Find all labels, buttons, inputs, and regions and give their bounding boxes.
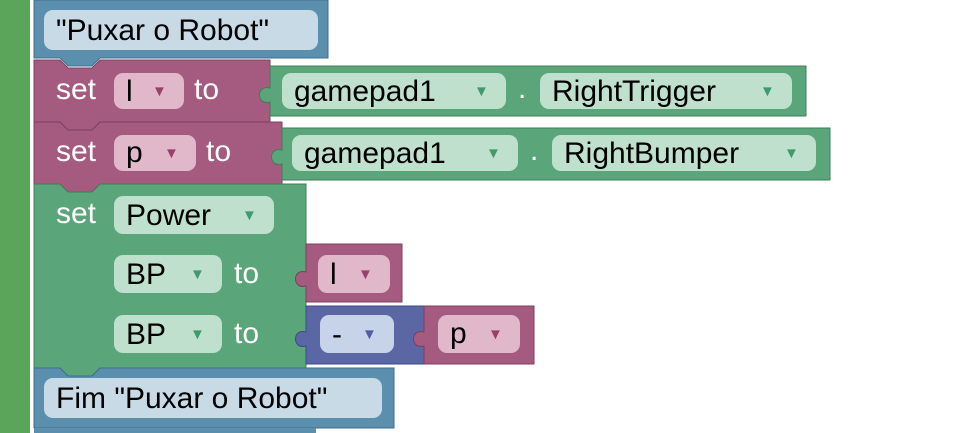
- to-keyword: to: [194, 73, 220, 106]
- power-property-dropdown[interactable]: Power ▼: [114, 196, 274, 234]
- to-keyword: to: [206, 135, 232, 168]
- dropdown-caret-icon: ▼: [488, 326, 503, 343]
- dropdown-caret-icon: ▼: [190, 266, 205, 283]
- gamepad-property: RightBumper: [564, 137, 740, 170]
- variable-name: l: [330, 258, 337, 291]
- dot-separator: .: [518, 72, 527, 105]
- dropdown-caret-icon: ▼: [474, 83, 489, 100]
- dropdown-caret-icon: ▼: [190, 326, 205, 343]
- variable-p-dropdown[interactable]: p ▼: [114, 135, 196, 171]
- dropdown-caret-icon: ▼: [486, 145, 501, 162]
- variable-l-dropdown[interactable]: l ▼: [318, 255, 390, 293]
- dropdown-caret-icon: ▼: [784, 145, 799, 162]
- variable-name: p: [450, 317, 467, 350]
- to-keyword: to: [234, 257, 260, 290]
- motor-name: BP: [126, 318, 167, 351]
- dropdown-caret-icon: ▼: [164, 145, 179, 162]
- dropdown-caret-icon: ▼: [358, 266, 373, 283]
- motor-2-dropdown[interactable]: BP ▼: [114, 315, 222, 353]
- comment-text-field[interactable]: "Puxar o Robot": [44, 10, 318, 50]
- dropdown-caret-icon: ▼: [760, 83, 775, 100]
- variable-name: p: [126, 136, 143, 169]
- comment-text-field[interactable]: Fim "Puxar o Robot": [44, 378, 382, 418]
- power-property: Power: [126, 199, 212, 232]
- variable-p-dropdown[interactable]: p ▼: [438, 315, 520, 353]
- next-block-edge: [34, 428, 316, 433]
- dropdown-caret-icon: ▼: [152, 83, 167, 100]
- comment-text: Fim "Puxar o Robot": [56, 382, 328, 415]
- comment-text: "Puxar o Robot": [56, 14, 270, 47]
- set-keyword: set: [56, 197, 97, 230]
- to-keyword: to: [234, 317, 260, 350]
- variable-l-dropdown[interactable]: l ▼: [114, 73, 184, 109]
- gamepad-name: gamepad1: [304, 137, 446, 170]
- gamepad-property: RightTrigger: [552, 75, 716, 108]
- gamepad-name: gamepad1: [294, 75, 436, 108]
- motor-1-dropdown[interactable]: BP ▼: [114, 255, 222, 293]
- dropdown-caret-icon: ▼: [242, 207, 257, 224]
- set-keyword: set: [56, 135, 97, 168]
- workspace-edge: [0, 0, 30, 433]
- motor-name: BP: [126, 258, 167, 291]
- dot-separator: .: [530, 134, 539, 167]
- operator-symbol: -: [332, 318, 342, 351]
- set-keyword: set: [56, 73, 97, 106]
- gamepad-object-dropdown[interactable]: gamepad1 ▼: [282, 73, 506, 109]
- operator-dropdown[interactable]: - ▼: [320, 315, 394, 353]
- gamepad-property-dropdown[interactable]: RightBumper ▼: [552, 135, 816, 171]
- variable-name: l: [126, 75, 133, 108]
- dropdown-caret-icon: ▼: [362, 326, 377, 343]
- gamepad-object-dropdown[interactable]: gamepad1 ▼: [292, 135, 518, 171]
- gamepad-property-dropdown[interactable]: RightTrigger ▼: [540, 73, 792, 109]
